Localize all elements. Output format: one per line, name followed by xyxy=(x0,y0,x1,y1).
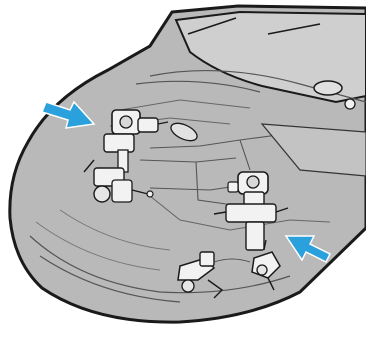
fluid-reservoir-cap xyxy=(314,81,342,95)
fluid-filler-cap xyxy=(345,99,355,109)
